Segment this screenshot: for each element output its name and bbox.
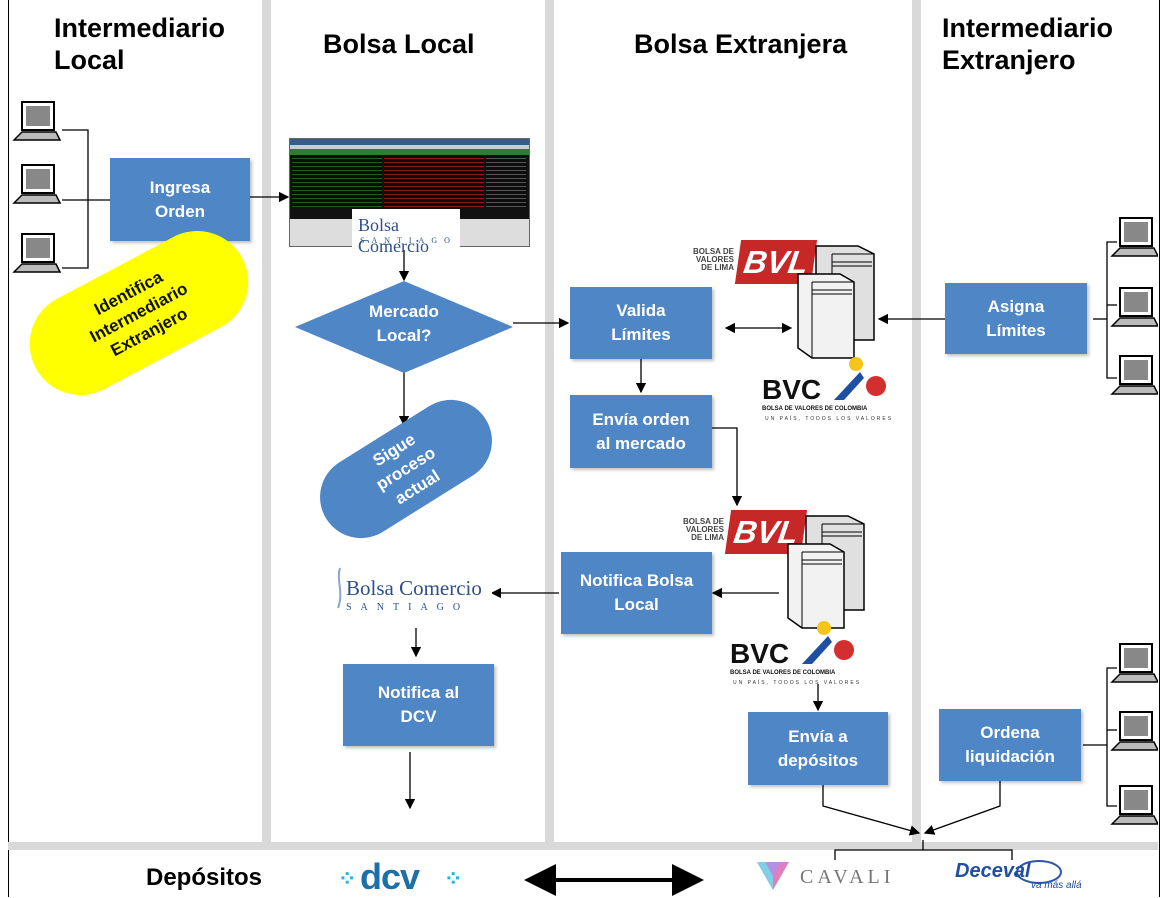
send-order-to-market-label: Envía orden al mercado — [592, 409, 690, 453]
depositories-label: Depósitos — [146, 864, 263, 891]
bvc-logo-mark — [834, 357, 886, 400]
deceval-logo-tagline: va más allá — [1031, 880, 1082, 891]
dcv-logo-dots-right: ⁘ — [444, 866, 463, 891]
computer-icon — [1110, 287, 1158, 327]
local-market-decision — [295, 281, 513, 373]
computer-icon — [1110, 643, 1158, 683]
bvc-logo-2: BVC — [730, 638, 790, 669]
bvc-logo-mark-2 — [802, 621, 854, 664]
enter-order-label: Ingresa Orden — [149, 177, 211, 221]
computer-icon — [12, 101, 62, 141]
computer-icon — [1110, 217, 1158, 257]
deceval-logo: Deceval va más allá — [955, 858, 1115, 894]
lane-separator-3 — [912, 0, 921, 842]
computer-icon — [1110, 711, 1158, 751]
bcs-logo-mark — [337, 567, 342, 609]
computer-icon — [12, 164, 62, 204]
diagram-frame — [8, 0, 1160, 897]
validate-limits-step: Valida Límites — [570, 287, 712, 359]
assign-limits-label: Asigna Límites — [986, 296, 1046, 340]
server-icon — [787, 515, 865, 629]
dcv-logo: ⁘ dcv ⁘ — [338, 856, 478, 897]
lane-separator-1 — [262, 0, 271, 842]
bcs-logo-on-screen: Bolsa Comercio SANTIAGO — [352, 209, 460, 256]
computer-icon — [12, 233, 62, 273]
bcs-logo-city-2: SANTIAGO — [346, 602, 470, 613]
cavali-logo-text: CAVALI — [800, 866, 895, 888]
send-to-depositories-label: Envía a depósitos — [777, 726, 859, 770]
dcv-logo-dots-left: ⁘ — [338, 866, 357, 891]
lane-title-local-broker: Intermediario Local — [54, 13, 226, 75]
bvc-logo: BVC — [762, 374, 822, 405]
bcs-logo-name-2: Bolsa Comercio — [346, 576, 482, 600]
enter-order-step: Ingresa Orden — [110, 158, 250, 241]
footer-separator — [8, 842, 1158, 850]
bvc-logo-subtitle: BOLSA DE VALORES DE COLOMBIA — [762, 406, 868, 412]
computer-icon — [1110, 785, 1158, 825]
order-settlement-step: Ordena liquidación — [939, 709, 1081, 781]
lane-title-foreign-broker: Intermediario Extranjero — [942, 13, 1114, 75]
validate-limits-label: Valida Límites — [611, 301, 671, 344]
send-to-depositories-step: Envía a depósitos — [748, 712, 888, 785]
lane-separator-2 — [545, 0, 554, 842]
notify-dcv-label: Notifica al DCV — [377, 683, 460, 726]
assign-limits-step: Asigna Límites — [945, 283, 1087, 354]
local-market-question-label: Mercado Local? — [369, 302, 439, 345]
bvc-logo-tagline: UN PAÍS, TODOS LOS VALORES — [765, 416, 894, 422]
bvc-logo-subtitle-2: BOLSA DE VALORES DE COLOMBIA — [730, 670, 836, 676]
deceval-swoosh — [1016, 860, 1062, 884]
order-settlement-label: Ordena liquidación — [965, 723, 1055, 766]
cavali-logo-mark — [757, 862, 789, 890]
bvl-logo-small-text-2: BOLSA DE VALORES DE LIMA — [682, 517, 724, 542]
send-order-to-market-step: Envía orden al mercado — [570, 395, 712, 468]
notify-dcv-step: Notifica al DCV — [343, 664, 494, 746]
lane-title-foreign-exchange: Bolsa Extranjera — [634, 29, 848, 59]
bcs-logo-name: Bolsa Comercio — [358, 215, 429, 256]
computer-icon — [1110, 355, 1158, 395]
bvc-logo-tagline-2: UN PAÍS, TODOS LOS VALORES — [733, 680, 862, 686]
bcs-logo: Bolsa Comercio SANTIAGO — [334, 566, 492, 616]
lane-title-local-exchange: Bolsa Local — [323, 29, 475, 59]
deceval-logo-text: Deceval — [955, 860, 1031, 882]
bvl-logo-small-text: BOLSA DE VALORES DE LIMA — [692, 247, 734, 272]
dcv-logo-text: dcv — [360, 856, 420, 897]
server-icon — [797, 245, 875, 359]
notify-local-exchange-step: Notifica Bolsa Local — [561, 552, 712, 634]
notify-local-exchange-label: Notifica Bolsa Local — [579, 571, 694, 614]
bcs-logo-city: SANTIAGO — [360, 236, 457, 245]
